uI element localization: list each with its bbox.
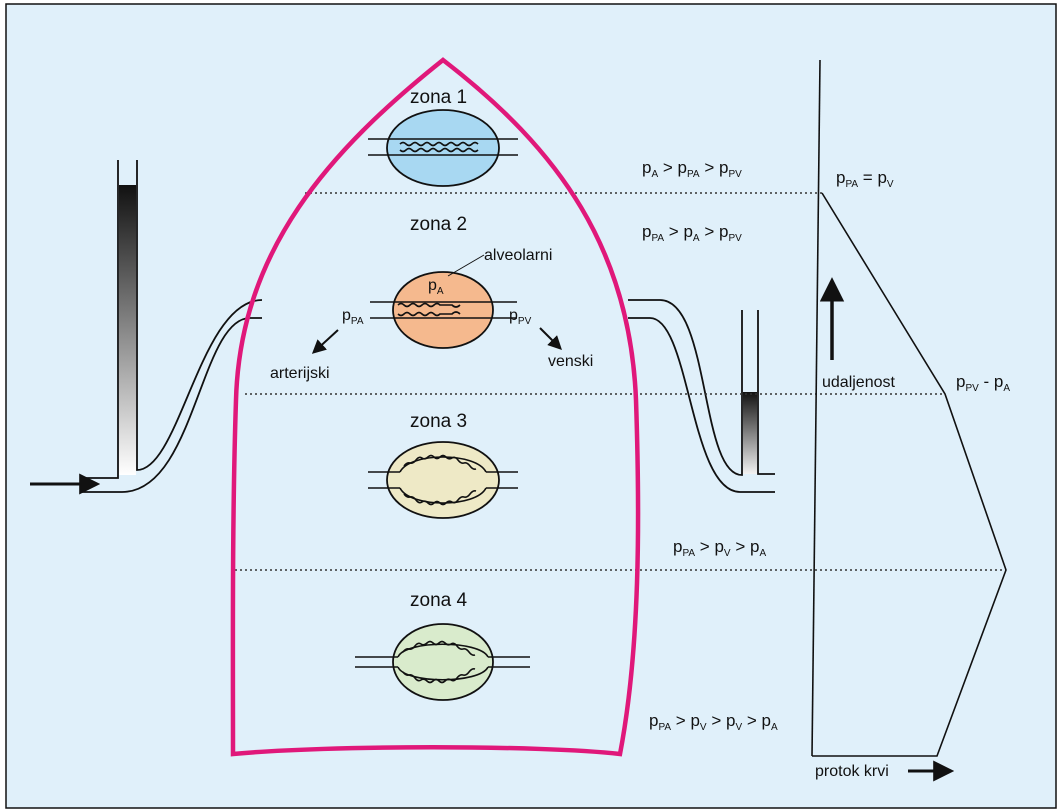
zone-boundary-label-top: pPA = pV (836, 168, 894, 190)
background-panel (5, 3, 1057, 809)
lung-outline (230, 57, 641, 757)
zone3-label: zona 3 (410, 411, 467, 432)
venous-label: venski (548, 353, 593, 370)
arterial-pressure-symbol: pPA (342, 307, 364, 327)
zone3-alveolus (368, 441, 518, 519)
condition-zone2: pPA > pA > pPV (642, 222, 742, 244)
venous-arrow-icon (539, 327, 562, 350)
condition-zone4: pPA > pV > pV > pA (649, 711, 778, 733)
alveolar-label: alveolarni (484, 247, 552, 264)
condition-zone1: pA > pPA > pPV (642, 158, 742, 180)
left-manometer-fluid (119, 185, 136, 475)
venous-pressure-symbol: pPV (509, 307, 532, 327)
zone-dividers (235, 192, 1006, 571)
flow-profile (811, 59, 1007, 757)
right-manometer (628, 299, 775, 493)
zone2-pa-symbol: pA (428, 277, 444, 297)
zone2-label: zona 2 (410, 214, 467, 235)
blood-flow-label: protok krvi (815, 763, 889, 780)
right-manometer-fluid (743, 392, 757, 474)
arterial-arrow-icon (311, 329, 339, 354)
zone1-alveolus (368, 109, 518, 187)
pressure-gradient-label: pPV - pA (956, 372, 1010, 394)
alveolar-pointer-line (447, 254, 485, 277)
condition-zone3: pPA > pV > pA (673, 537, 766, 559)
distance-label: udaljenost (822, 374, 896, 391)
zone4-alveolus (355, 623, 530, 701)
zone1-label: zona 1 (410, 87, 467, 108)
zone4-label: zona 4 (410, 590, 467, 611)
arterial-label: arterijski (270, 365, 330, 382)
zone2-alveolus (370, 271, 517, 349)
